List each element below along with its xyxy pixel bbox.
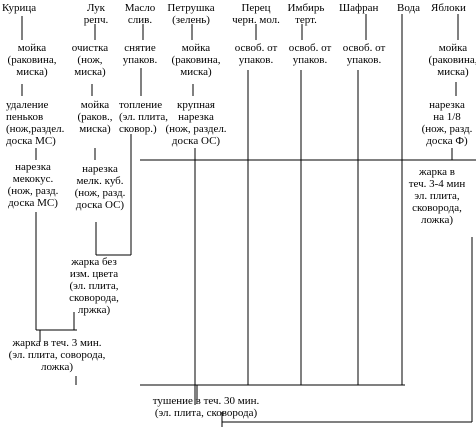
step-apples-fry: жарка в теч. 3-4 мин эл. плита, сковород… xyxy=(408,166,466,226)
ingredient-onion: Лук репч. xyxy=(83,2,109,26)
step-chicken-cut: нарезка мекокус. (нож, разд. доска МС) xyxy=(7,161,59,209)
step-onion-cut: нарезка мелк. куб. (нож, разд. доска ОС) xyxy=(74,163,126,211)
ingredient-chicken: Курица xyxy=(2,2,37,14)
step-pepper-unpack: освоб. от упаков. xyxy=(234,42,278,66)
step-apples-cut: нарезка на 1/8 (нож, разд. доска Ф) xyxy=(421,99,473,147)
step-parsley-cut: крупная нарезка (нож, раздел. доска ОС) xyxy=(165,99,227,147)
ingredient-apples: Яблоки xyxy=(431,2,466,14)
ingredient-water: Вода xyxy=(397,2,420,14)
step-onion-peel: очистка (нож, миска) xyxy=(71,42,109,78)
step-butter-melt: топление (эл. плита, сковор.) xyxy=(119,99,169,135)
ingredient-pepper: Перец черн. мол. xyxy=(232,2,280,26)
step-apples-wash: мойка (раковина, миска) xyxy=(428,42,476,78)
step-ginger-unpack: освоб. от упаков. xyxy=(288,42,332,66)
ingredient-butter: Масло слив. xyxy=(124,2,156,26)
step-chicken-wash: мойка (раковина, миска) xyxy=(7,42,57,78)
ingredient-ginger: Имбирь терт. xyxy=(287,2,325,26)
step-butter-unwrap: снятие упаков. xyxy=(122,42,158,66)
step-chicken-fry: жарка в теч. 3 мин. (эл. плита, соворода… xyxy=(8,337,106,373)
step-stew: тушение в теч. 30 мин. (эл. плита, сково… xyxy=(152,395,260,419)
step-saffron-unpack: освоб. от упаков. xyxy=(342,42,386,66)
ingredient-parsley: Петрушка (зелень) xyxy=(167,2,215,26)
ingredient-saffron: Шафран xyxy=(339,2,379,14)
step-onion-fry: жарка без изм. цвета (эл. плита, сковоро… xyxy=(69,256,119,316)
step-parsley-wash: мойка (раковина, миска) xyxy=(171,42,221,78)
step-onion-wash: мойка (раков., миска) xyxy=(77,99,113,135)
step-chicken-bone-removal: удаление пеньков (нож,раздел. доска МС) xyxy=(6,99,65,147)
